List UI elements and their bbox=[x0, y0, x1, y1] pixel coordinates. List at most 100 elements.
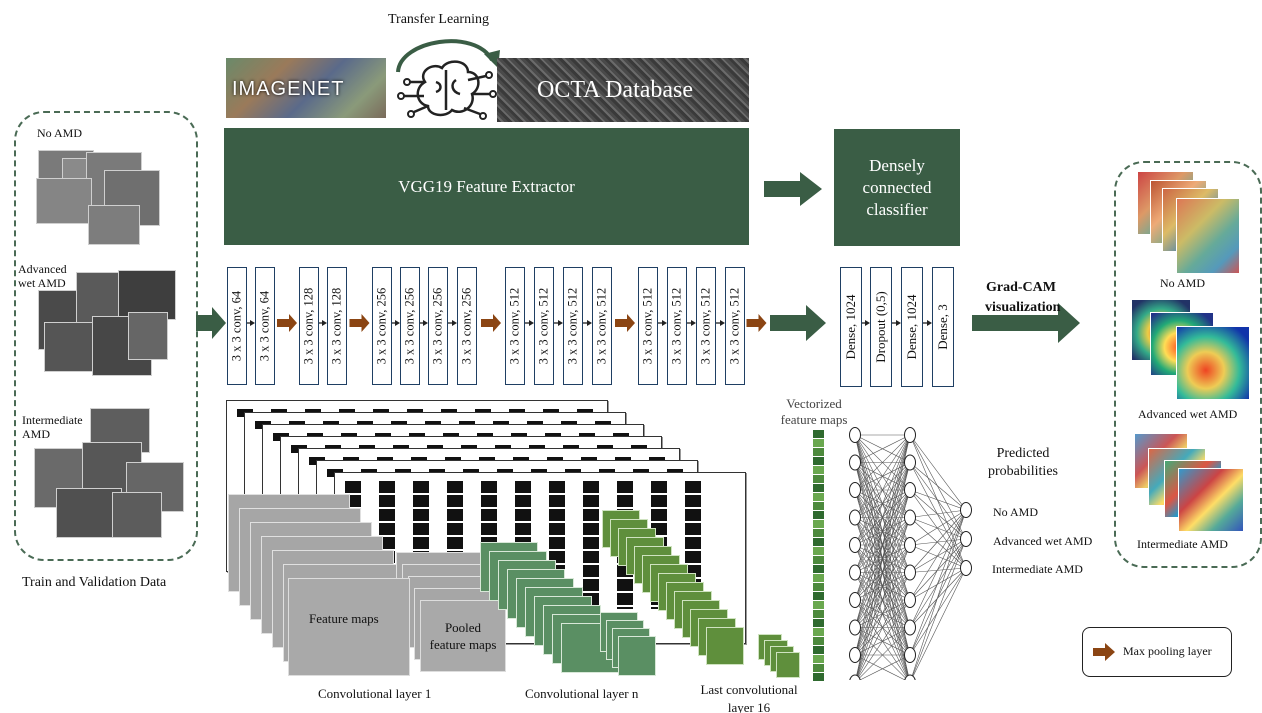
nn-edge bbox=[909, 434, 967, 540]
nn-edge bbox=[857, 627, 911, 680]
nn-node bbox=[849, 592, 861, 608]
nn-node bbox=[849, 427, 861, 443]
nn-edge bbox=[909, 517, 967, 569]
gradcam-line2: visualization bbox=[985, 300, 1061, 315]
nn-edge bbox=[854, 434, 911, 463]
max-pool-arrow bbox=[349, 314, 370, 332]
feature-maps-label: Feature maps bbox=[309, 611, 379, 626]
vgg19-feature-extractor-block: VGG19 Feature Extractor bbox=[224, 128, 749, 245]
conv-layer-4: 3 x 3 conv, 128 bbox=[327, 267, 347, 385]
dense-layer-label: Dense, 1024 bbox=[904, 294, 919, 360]
vector-cell bbox=[813, 538, 824, 546]
vector-cell bbox=[813, 601, 824, 609]
nn-edge bbox=[909, 538, 967, 601]
nn-edge bbox=[909, 509, 967, 601]
feature-map-tile bbox=[583, 481, 599, 609]
last-conv-line1: Last convolutional bbox=[700, 682, 798, 697]
train-label-wet-line1: Advanced bbox=[18, 262, 67, 276]
nn-edge bbox=[910, 538, 967, 680]
nn-edge bbox=[855, 462, 911, 680]
vector-cell bbox=[813, 547, 824, 555]
vector-cell bbox=[813, 637, 824, 645]
nn-edge bbox=[855, 544, 911, 680]
vector-cell bbox=[813, 484, 824, 492]
output-label-intermediate-amd: Intermediate AMD bbox=[992, 562, 1083, 576]
conv-layer-16: 3 x 3 conv, 512 bbox=[725, 267, 745, 385]
last-conv-caption: Last convolutional layer 16 bbox=[692, 681, 806, 713]
conv-to-dense-arrow bbox=[770, 305, 826, 341]
max-pool-arrow bbox=[615, 314, 635, 332]
last-conv-line2: layer 16 bbox=[727, 700, 771, 713]
vectorized-feature-column bbox=[813, 430, 824, 681]
vector-cell bbox=[813, 475, 824, 483]
nn-edge bbox=[910, 567, 967, 680]
dense-network-graph bbox=[849, 427, 972, 680]
vectorized-line2: feature maps bbox=[780, 412, 848, 427]
conv-layer-11: 3 x 3 conv, 512 bbox=[563, 267, 583, 385]
vector-cell bbox=[813, 511, 824, 519]
results-panel bbox=[1114, 161, 1262, 568]
train-label-int-line2: AMD bbox=[22, 427, 51, 441]
input-arrow bbox=[196, 307, 226, 339]
nn-edge bbox=[909, 538, 967, 546]
dense-connector-head bbox=[896, 320, 901, 326]
dense-connector-head bbox=[865, 320, 870, 326]
output-label-wet-amd: Advanced wet AMD bbox=[993, 534, 1093, 548]
nn-edge bbox=[909, 567, 967, 628]
transfer-learning-label: Transfer Learning bbox=[388, 12, 489, 27]
vector-cell bbox=[813, 655, 824, 663]
last-pooled-map bbox=[776, 652, 800, 678]
densely-connected-classifier-block: Densely connected classifier bbox=[834, 129, 960, 246]
nn-node bbox=[960, 531, 972, 547]
conv-layer-9: 3 x 3 conv, 512 bbox=[505, 267, 525, 385]
nn-edge bbox=[854, 434, 911, 656]
nn-edge bbox=[909, 509, 967, 518]
brain-transfer-icon bbox=[396, 39, 500, 120]
conv-layer-1: 3 x 3 conv, 64 bbox=[227, 267, 247, 385]
nn-edge bbox=[909, 538, 967, 573]
nn-edge bbox=[909, 434, 967, 569]
vector-cell bbox=[813, 529, 824, 537]
conv-layer-8: 3 x 3 conv, 256 bbox=[457, 267, 477, 385]
gradcam-label: Grad-CAM visualization bbox=[985, 278, 1061, 318]
nn-edge bbox=[855, 489, 911, 680]
nn-edge bbox=[855, 517, 911, 680]
train-label-no-amd: No AMD bbox=[37, 126, 83, 140]
layer-connector-head bbox=[423, 320, 428, 326]
vector-cell bbox=[813, 457, 824, 465]
pooled-feature-maps-block: Pooled feature maps bbox=[420, 600, 506, 672]
nn-edge bbox=[909, 434, 967, 511]
nn-node bbox=[904, 619, 916, 636]
nn-edge bbox=[909, 489, 967, 569]
nn-node bbox=[904, 592, 916, 608]
vector-cell bbox=[813, 583, 824, 591]
gradcam-arrow bbox=[972, 303, 1080, 343]
predicted-line2: probabilities bbox=[988, 464, 1058, 479]
vector-cell bbox=[813, 520, 824, 528]
conv-layer-14: 3 x 3 conv, 512 bbox=[667, 267, 687, 385]
nn-node bbox=[904, 647, 916, 663]
conv-layer-6: 3 x 3 conv, 256 bbox=[400, 267, 420, 385]
nn-edge bbox=[909, 462, 967, 569]
legend-max-pooling-label: Max pooling layer bbox=[1123, 644, 1212, 658]
vgg-to-classifier-arrow bbox=[764, 172, 822, 206]
vectorized-line1: Vectorized bbox=[786, 396, 842, 411]
output-label-no-amd: No AMD bbox=[993, 505, 1039, 519]
layer-connector-head bbox=[720, 320, 725, 326]
nn-node bbox=[849, 454, 861, 471]
nn-edge bbox=[909, 509, 967, 546]
nn-edge bbox=[854, 434, 911, 628]
nn-edge bbox=[855, 572, 911, 680]
nn-node bbox=[960, 502, 972, 518]
nn-edge bbox=[854, 434, 911, 546]
vector-cell bbox=[813, 574, 824, 582]
nn-node bbox=[904, 427, 916, 443]
result-label-no-amd: No AMD bbox=[1160, 276, 1206, 290]
nn-node bbox=[904, 454, 916, 471]
conv-layer-15: 3 x 3 conv, 512 bbox=[696, 267, 716, 385]
result-label-intermediate-amd: Intermediate AMD bbox=[1137, 537, 1228, 551]
nn-edge bbox=[910, 509, 967, 680]
max-pool-arrow bbox=[481, 314, 501, 332]
nn-edge bbox=[909, 517, 967, 540]
